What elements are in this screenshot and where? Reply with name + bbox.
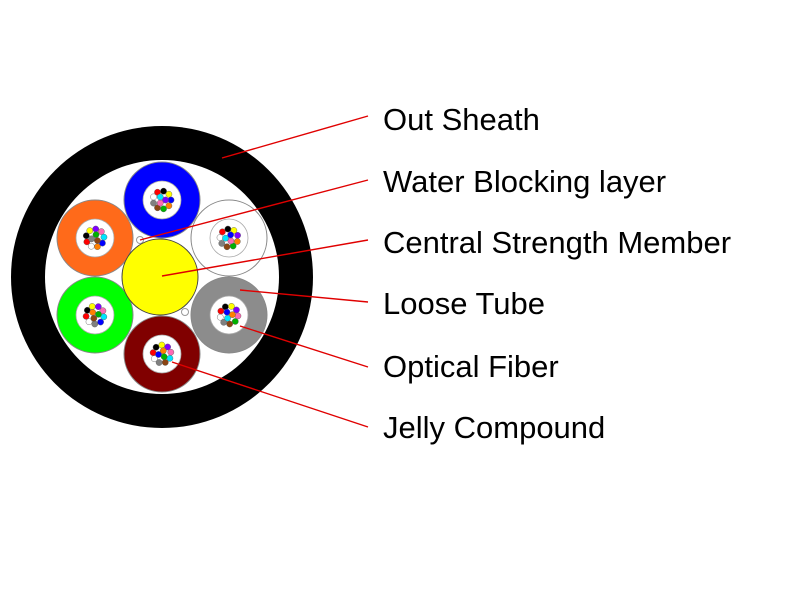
optical-fiber xyxy=(223,243,231,251)
optical-fiber xyxy=(94,237,101,244)
loose-tube-brown xyxy=(123,315,201,393)
label-optical-fiber: Optical Fiber xyxy=(383,349,559,384)
optical-fiber xyxy=(90,315,98,322)
optical-fiber xyxy=(226,320,233,328)
optical-fiber xyxy=(160,353,168,361)
jelly-compound-core xyxy=(75,218,115,258)
optical-fiber xyxy=(230,227,238,234)
optical-fiber xyxy=(85,318,93,326)
optical-fiber xyxy=(224,225,232,233)
optical-fiber xyxy=(88,303,96,310)
optical-fiber xyxy=(223,308,231,316)
loose-tube-green xyxy=(56,276,134,354)
optical-fiber xyxy=(86,227,94,234)
loose-tube-white xyxy=(190,199,268,277)
jelly-compound-core xyxy=(209,218,249,258)
jelly-compound-core xyxy=(209,295,249,335)
optical-fiber xyxy=(160,187,167,195)
optical-fiber xyxy=(165,202,173,210)
loose-tube-blue xyxy=(123,161,201,239)
optical-fiber xyxy=(100,233,108,241)
optical-fiber xyxy=(216,234,224,241)
optical-fiber xyxy=(95,311,102,318)
optical-fiber xyxy=(167,348,175,356)
optical-fiber xyxy=(94,243,101,250)
optical-fiber xyxy=(98,228,105,235)
label-central-strength-member: Central Strength Member xyxy=(383,225,731,260)
optical-fiber xyxy=(234,232,241,239)
optical-fiber xyxy=(88,235,95,243)
jelly-compound-core xyxy=(142,334,182,374)
label-water-blocking-layer: Water Blocking layer xyxy=(383,164,666,199)
leader-line-water-blocking-layer xyxy=(139,179,369,241)
optical-fiber xyxy=(216,313,224,321)
optical-fiber xyxy=(167,196,175,204)
optical-fiber xyxy=(82,232,90,240)
optical-fiber xyxy=(92,225,100,233)
leader-line-central-strength-member xyxy=(161,239,369,277)
optical-fiber xyxy=(155,359,163,366)
optical-fiber xyxy=(231,318,239,325)
optical-fiber xyxy=(150,199,157,207)
optical-fiber xyxy=(156,199,164,207)
jelly-compound-core xyxy=(142,180,182,220)
label-out-sheath: Out Sheath xyxy=(383,102,540,137)
optical-fiber xyxy=(218,240,226,247)
optical-fiber xyxy=(158,341,166,349)
optical-fiber xyxy=(160,205,167,213)
optical-fiber xyxy=(229,311,236,318)
jelly-compound-core xyxy=(75,295,115,335)
central-strength-member xyxy=(121,238,199,316)
optical-fiber xyxy=(162,196,169,204)
loose-tube-gray xyxy=(190,276,268,354)
optical-fiber xyxy=(222,234,229,242)
optical-fiber xyxy=(89,309,97,316)
label-loose-tube: Loose Tube xyxy=(383,286,545,321)
optical-fiber xyxy=(166,355,174,362)
leader-line-out-sheath xyxy=(221,115,369,159)
label-jelly-compound: Jelly Compound xyxy=(383,410,605,445)
loose-tube-orange xyxy=(56,199,134,277)
optical-fiber xyxy=(82,312,90,320)
leader-line-optical-fiber xyxy=(239,325,369,368)
optical-fiber xyxy=(220,318,228,326)
loose-tubes-group xyxy=(56,161,268,393)
optical-fiber xyxy=(228,303,235,310)
optical-fiber xyxy=(97,318,104,326)
optical-fiber xyxy=(165,190,173,198)
optical-fiber xyxy=(164,343,171,351)
optical-fiber xyxy=(234,312,242,320)
optical-fiber xyxy=(155,351,162,358)
optical-fiber xyxy=(91,320,99,328)
optical-fiber xyxy=(227,231,234,239)
optical-fiber xyxy=(150,193,157,201)
optical-fiber xyxy=(219,228,226,236)
filler-rod-right xyxy=(181,308,189,316)
optical-fiber xyxy=(159,347,167,355)
optical-fiber xyxy=(152,343,160,351)
leader-line-jelly-compound xyxy=(171,361,369,428)
optical-fiber xyxy=(100,313,108,321)
optical-fiber xyxy=(95,303,102,310)
leader-line-loose-tube xyxy=(239,289,369,303)
optical-fiber xyxy=(156,193,164,201)
